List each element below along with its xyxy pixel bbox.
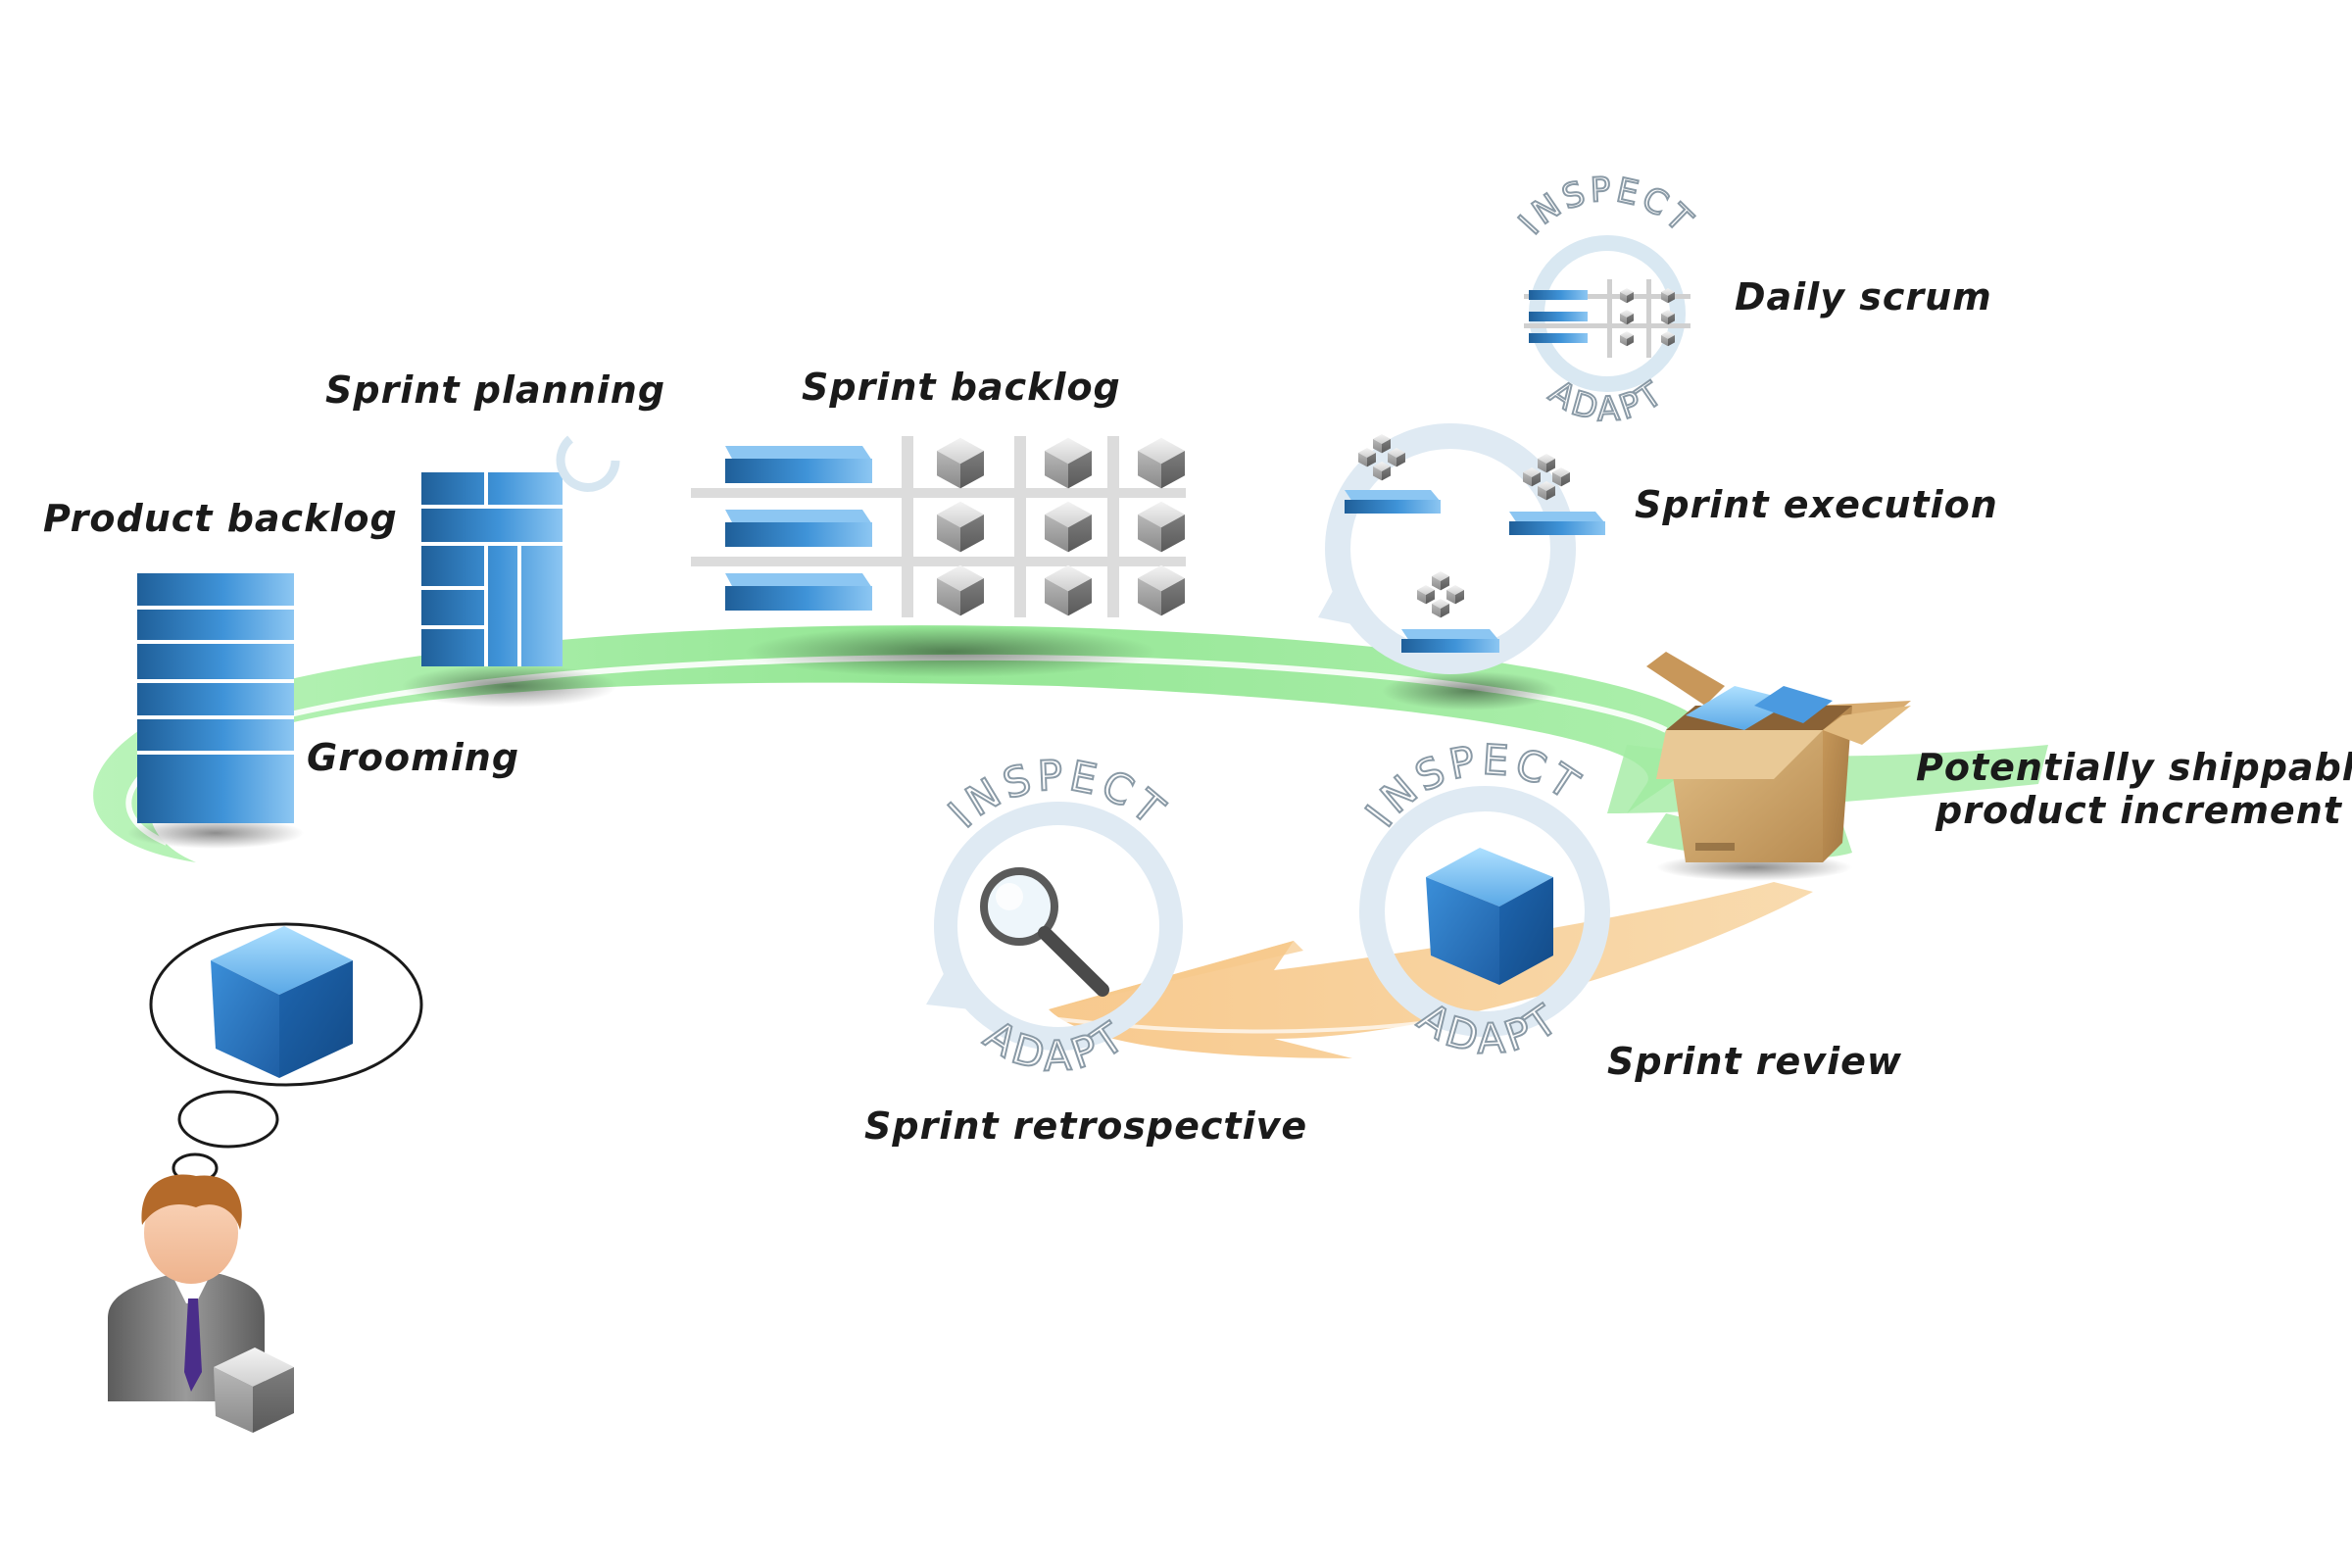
task-cube-icon [937,437,984,489]
task-cube-icon [1432,571,1449,591]
task-cube-icon [1138,437,1185,489]
task-cube-icon [1661,310,1675,325]
task-cube-icon [1045,564,1092,616]
retrospective-inspect-adapt-cycle [926,802,1183,1051]
increment-label-line2: product increment [1936,789,2342,832]
sprint-backlog-board [691,436,1186,617]
magnifier-icon [980,867,1109,997]
task-cube-icon [1373,462,1391,481]
product-vision-cube [211,926,353,1078]
sprint-review-label: Sprint review [1607,1040,1902,1083]
sprint-planning-blocks [421,435,620,666]
task-cube-icon [1045,501,1092,553]
task-cube-icon [1523,467,1541,487]
task-cube-icon [1538,454,1555,473]
daily-scrum-inspect-adapt-cycle [1524,235,1690,392]
task-cube-icon [1388,448,1405,467]
story-bar [725,446,872,483]
task-cube-icon [937,564,984,616]
grooming-label: Grooming [307,736,520,779]
sprint-review-inspect-adapt-cycle [1359,786,1610,1037]
sprint-backlog-label: Sprint backlog [802,366,1121,409]
execution-platform [1509,512,1605,535]
product-owner-avatar [108,1174,294,1433]
grey-cube-icon [214,1348,294,1433]
sprint-retrospective-label: Sprint retrospective [864,1104,1308,1148]
sprint-planning-label: Sprint planning [325,368,666,412]
retrospective-adapt-text: ADAPT [976,1010,1136,1080]
task-cube-icon [1661,288,1675,304]
daily-scrum-label: Daily scrum [1735,275,1992,318]
task-cube-icon [1620,331,1634,347]
task-cube-icon [1538,481,1555,501]
execution-platform [1401,629,1499,653]
task-cube-icon [1432,599,1449,618]
execution-platform [1345,490,1441,514]
story-bar [725,510,872,547]
task-cube-icon [1417,585,1435,605]
task-cube-icon [1138,564,1185,616]
task-cube-icon [1620,310,1634,325]
task-cube-icon [1661,331,1675,347]
shippable-product-box [1646,652,1911,881]
increment-label-line1: Potentially shippable [1916,746,2352,789]
task-cube-icon [1138,501,1185,553]
task-cube-icon [1045,437,1092,489]
product-backlog-label: Product backlog [43,497,398,540]
sprint-execution-cycle [1318,423,1605,674]
thought-bubble [149,922,423,1184]
story-bar [725,573,872,611]
review-cube [1426,848,1553,985]
task-cube-icon [1446,585,1464,605]
task-cube-icon [1358,448,1376,467]
daily-scrum-inspect-text: INSPECT [1511,171,1702,243]
task-cube-icon [1373,434,1391,454]
task-cube-icon [937,501,984,553]
product-backlog-stack [137,573,294,823]
sprint-execution-label: Sprint execution [1635,483,1998,526]
task-cube-icon [1552,467,1570,487]
task-cube-icon [1620,288,1634,304]
